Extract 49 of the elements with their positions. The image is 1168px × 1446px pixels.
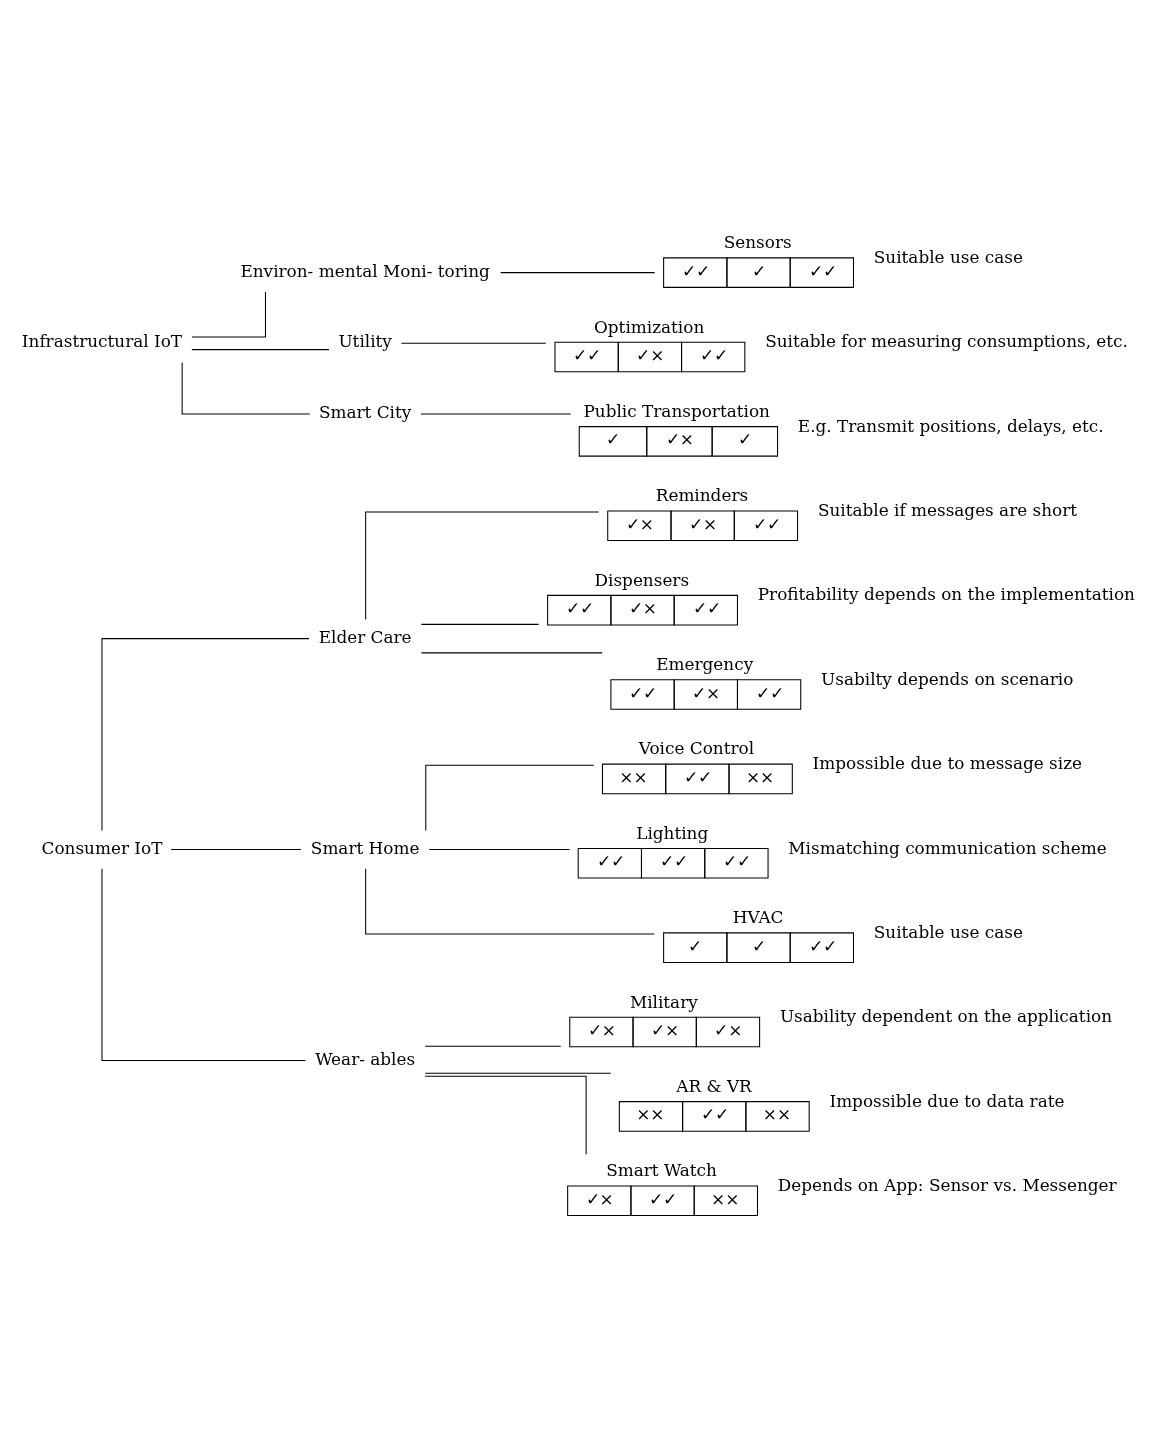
node-label: HVAC <box>732 907 784 928</box>
connector <box>424 1075 587 1155</box>
node-label: Reminders <box>655 485 749 506</box>
node-label: Sensors <box>723 232 792 253</box>
node-label: Impossible due to data rate <box>829 1090 1065 1111</box>
node-label: Suitable use case <box>873 921 1023 942</box>
node-label: E.g. Transmit positions, delays, etc. <box>797 415 1104 436</box>
node-label: Dispensers <box>594 569 690 590</box>
node-label: Mismatching communication scheme <box>788 837 1107 858</box>
node-label: Emergency <box>656 654 754 675</box>
connector <box>181 362 311 415</box>
node-text: Smart Home <box>310 837 420 858</box>
connector <box>191 291 266 338</box>
connector <box>365 868 655 935</box>
connector <box>420 623 540 625</box>
connector <box>191 349 330 351</box>
node-label: Usability dependent on the application <box>779 1006 1113 1027</box>
node-label: AR & VR <box>676 1075 752 1096</box>
node-label: Voice Control <box>638 738 755 759</box>
node-text: Smart City <box>318 401 412 422</box>
node-label: Lighting <box>636 822 709 843</box>
node-label: Smart Watch <box>606 1160 717 1181</box>
connector <box>170 849 302 851</box>
node-text: Infrastructural IoT <box>21 331 183 352</box>
connector <box>425 764 595 831</box>
node-label: Usabilty depends on scenario <box>821 668 1074 689</box>
connector <box>101 868 306 1062</box>
connector <box>400 342 547 344</box>
connector <box>424 1045 562 1047</box>
node-text: Consumer IoT <box>41 837 163 858</box>
node-label: Military <box>629 991 698 1012</box>
connector <box>500 272 656 274</box>
connector <box>101 638 310 831</box>
node-label: Optimization <box>594 316 705 337</box>
node-label: Depends on App: Sensor vs. Messenger <box>777 1175 1117 1196</box>
connector <box>424 1072 612 1074</box>
node-label: Suitable use case <box>873 246 1023 267</box>
node-text: Elder Care <box>318 626 412 647</box>
node-text: Utility <box>338 331 392 352</box>
node-text: Wear- ables <box>315 1048 416 1069</box>
node-label: Profitability depends on the implementation <box>757 584 1135 605</box>
node-label: Impossible due to message size <box>812 753 1083 774</box>
node-text: Environ- mental Moni- toring <box>240 260 490 281</box>
connector <box>420 652 603 654</box>
connector <box>365 511 600 620</box>
connector <box>428 849 571 851</box>
node-label: Suitable for measuring consumptions, etc. <box>765 331 1128 352</box>
node-label: Suitable if messages are short <box>817 500 1078 521</box>
node-label: Public Transportation <box>583 400 770 421</box>
